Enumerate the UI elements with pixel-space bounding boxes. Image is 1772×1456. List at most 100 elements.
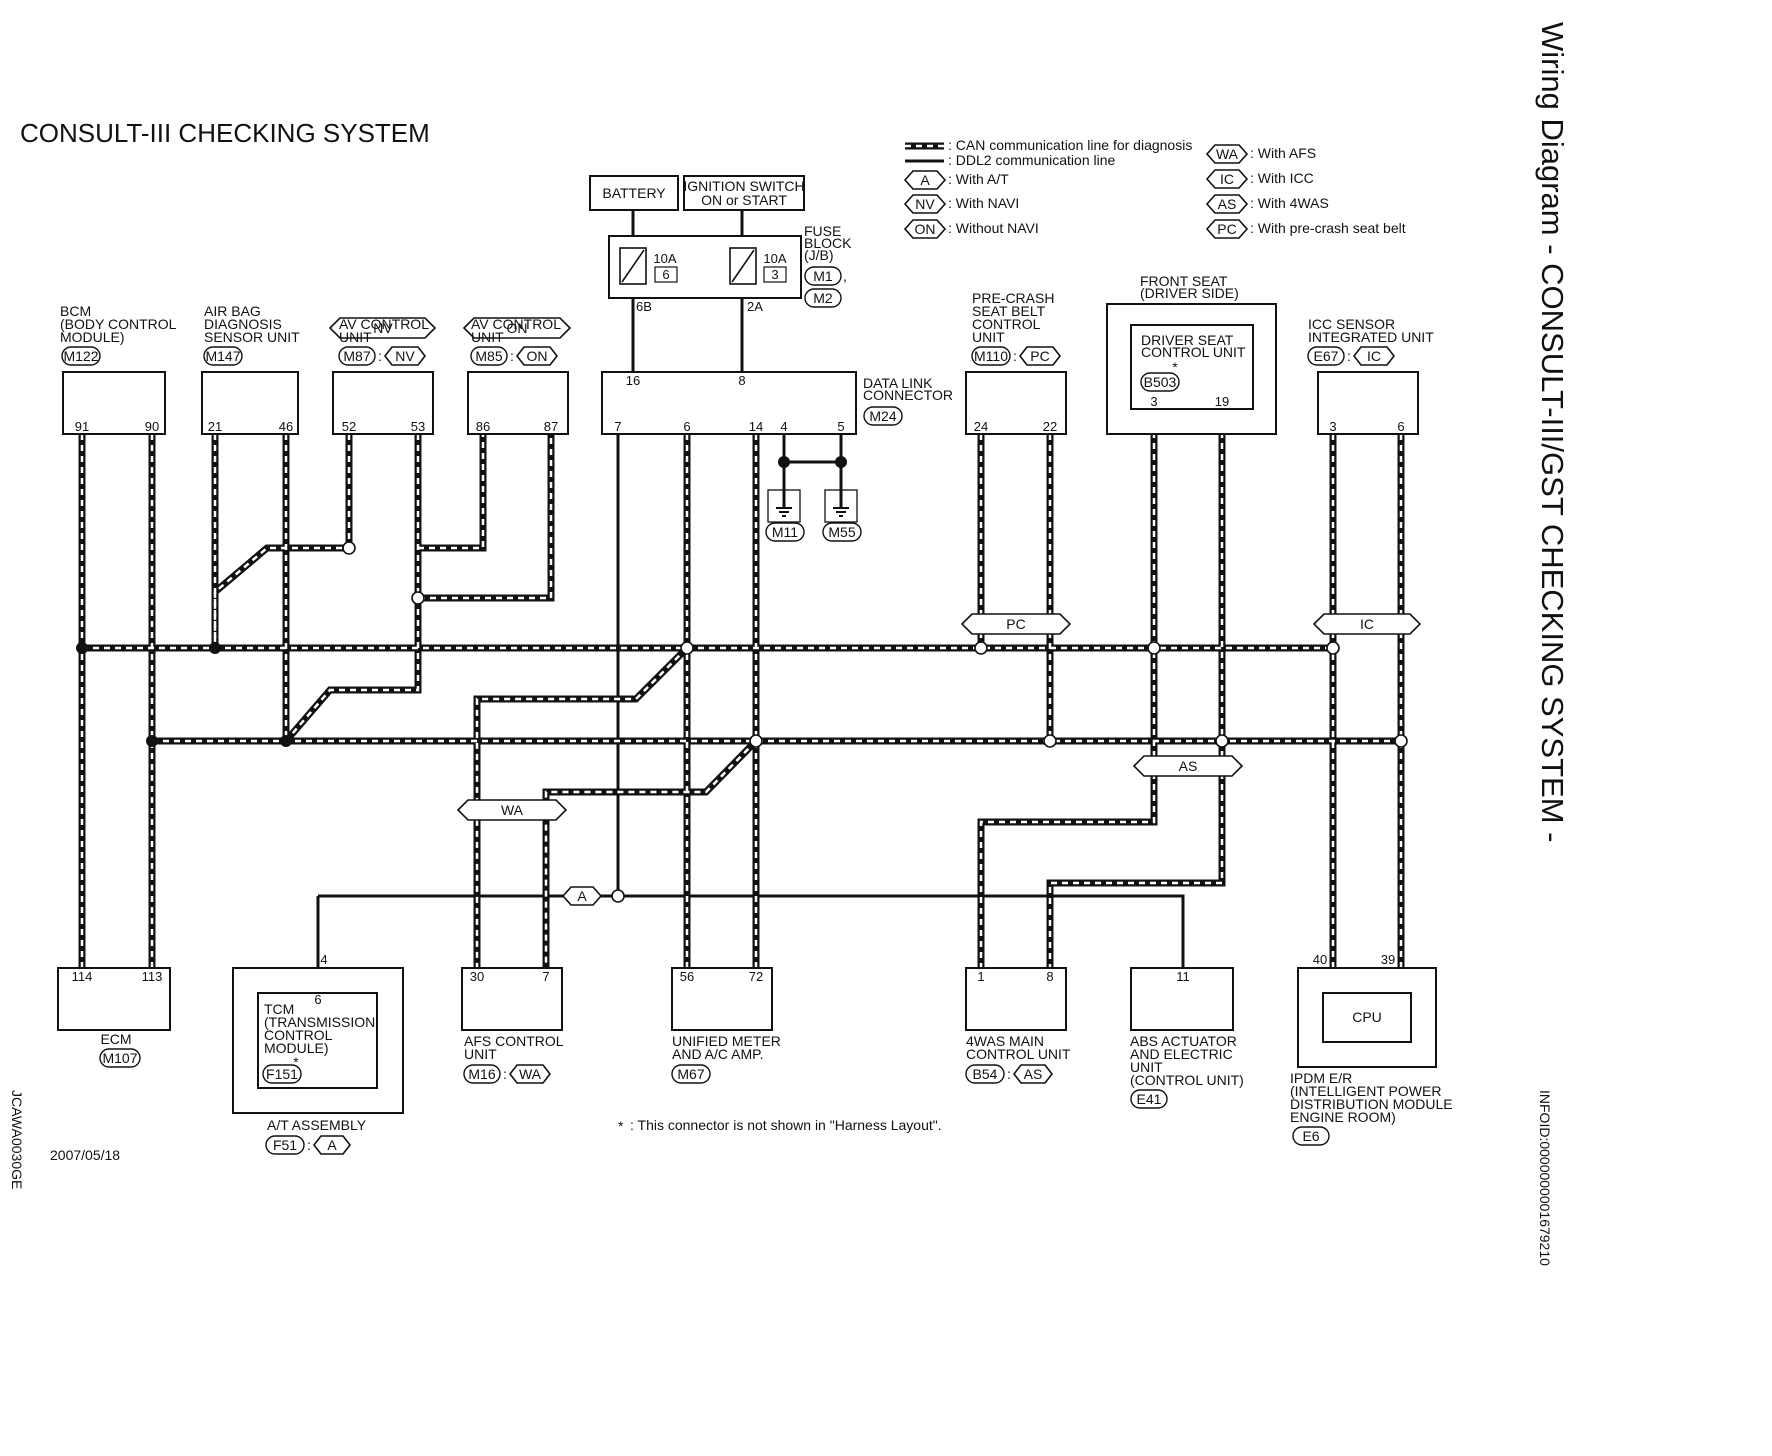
line-tag-on: ON xyxy=(462,317,572,339)
svg-text::: : xyxy=(378,348,382,364)
svg-text:ON: ON xyxy=(507,320,528,336)
svg-text:TCM: TCM xyxy=(264,1001,294,1017)
svg-text:7: 7 xyxy=(614,419,621,434)
svg-text:M107: M107 xyxy=(102,1050,137,1066)
svg-text:FRONT SEAT: FRONT SEAT xyxy=(1140,273,1228,289)
can-line-dash xyxy=(1048,410,1224,968)
svg-text:: Without NAVI: : Without NAVI xyxy=(948,220,1039,236)
svg-text:M85: M85 xyxy=(475,348,502,364)
svg-text:AV CONTROL: AV CONTROL xyxy=(339,316,429,332)
unit-at-assembly: 4 6 TCM (TRANSMISSION CONTROL MODULE) * … xyxy=(232,952,404,1155)
svg-text:: With 4WAS: : With 4WAS xyxy=(1250,195,1329,211)
svg-text:39: 39 xyxy=(1381,952,1395,967)
legend-item-nv: NV : With NAVI xyxy=(903,194,1019,214)
svg-text:(TRANSMISSION: (TRANSMISSION xyxy=(264,1014,375,1030)
svg-text:6: 6 xyxy=(683,419,690,434)
svg-text:IGNITION SWITCH: IGNITION SWITCH xyxy=(683,178,804,194)
unit-av-control-on: AV CONTROL UNIT M85 : ON 86 87 xyxy=(467,316,569,435)
footnote: : This connector is not shown in "Harnes… xyxy=(630,1117,942,1133)
svg-text:(DRIVER SIDE): (DRIVER SIDE) xyxy=(1140,285,1239,301)
svg-text:3: 3 xyxy=(1329,419,1336,434)
unit-abs-actuator: 11 ABS ACTUATOR AND ELECTRIC UNIT (CONTR… xyxy=(1130,967,1244,1109)
svg-text:91: 91 xyxy=(75,419,89,434)
svg-text:*: * xyxy=(1172,359,1178,375)
unit-pre-crash-seat-belt: PRE-CRASH SEAT BELT CONTROL UNIT M110 : … xyxy=(965,290,1067,435)
svg-text:ON or START: ON or START xyxy=(701,192,787,208)
svg-text:(INTELLIGENT POWER: (INTELLIGENT POWER xyxy=(1290,1083,1441,1099)
can-line-dash xyxy=(475,647,688,968)
svg-text:86: 86 xyxy=(476,419,490,434)
svg-text:4WAS MAIN: 4WAS MAIN xyxy=(966,1033,1044,1049)
figure-code: JCAWA0030GE xyxy=(9,1090,25,1189)
svg-text:M87: M87 xyxy=(343,348,370,364)
svg-text:AFS CONTROL: AFS CONTROL xyxy=(464,1033,564,1049)
svg-text:6B: 6B xyxy=(636,299,652,314)
can-line xyxy=(283,598,422,744)
svg-text:8: 8 xyxy=(738,373,745,388)
svg-text:52: 52 xyxy=(342,419,356,434)
svg-text::: : xyxy=(1347,348,1351,364)
can-line xyxy=(211,434,353,648)
legend-item-as: AS : With 4WAS xyxy=(1205,194,1329,214)
svg-text:IC: IC xyxy=(1360,616,1374,632)
svg-text:UNIT: UNIT xyxy=(471,329,504,345)
svg-text::: : xyxy=(503,1066,507,1082)
svg-text:53: 53 xyxy=(411,419,425,434)
svg-text:3: 3 xyxy=(771,267,778,282)
svg-text:40: 40 xyxy=(1313,952,1327,967)
connector-m1: M1 xyxy=(813,268,833,284)
line-tag-nv: NV xyxy=(328,317,437,339)
svg-text:56: 56 xyxy=(680,969,694,984)
legend: : CAN communication line for diagnosis :… xyxy=(903,137,1406,239)
can-line-dash xyxy=(418,434,485,550)
svg-text:A: A xyxy=(327,1137,337,1153)
legend-item-on: ON : Without NAVI xyxy=(903,219,1039,239)
svg-text:AS: AS xyxy=(1218,196,1237,212)
svg-text::: : xyxy=(1013,348,1017,364)
svg-text:AV CONTROL: AV CONTROL xyxy=(471,316,561,332)
ignition-switch: IGNITION SWITCH ON or START xyxy=(683,175,805,211)
svg-text:DIAGNOSIS: DIAGNOSIS xyxy=(204,316,282,332)
unit-ecm: 114 113 ECM M107 xyxy=(57,967,171,1068)
connector-m2: M2 xyxy=(813,290,833,306)
svg-text:B54: B54 xyxy=(973,1066,998,1082)
svg-text:MODULE): MODULE) xyxy=(60,329,125,345)
svg-text:ENGINE ROOM): ENGINE ROOM) xyxy=(1290,1109,1396,1125)
svg-text:M16: M16 xyxy=(468,1066,495,1082)
footnote-star: * xyxy=(618,1118,624,1134)
unit-icc-sensor: ICC SENSOR INTEGRATED UNIT E67 : IC 3 6 xyxy=(1307,316,1434,435)
svg-text:BATTERY: BATTERY xyxy=(602,185,666,201)
legend-can: : CAN communication line for diagnosis xyxy=(948,137,1192,153)
svg-text:M147: M147 xyxy=(205,348,240,364)
svg-text:PC: PC xyxy=(1217,221,1236,237)
can-line-dash xyxy=(285,598,420,742)
svg-text:2A: 2A xyxy=(747,299,763,314)
svg-text:M122: M122 xyxy=(63,348,98,364)
legend-item-ic: IC : With ICC xyxy=(1205,169,1314,189)
svg-text:10A: 10A xyxy=(653,251,676,266)
legend-ddl2: : DDL2 communication line xyxy=(948,152,1116,168)
svg-text:WA: WA xyxy=(519,1066,542,1082)
svg-text:14: 14 xyxy=(749,419,763,434)
svg-text:IPDM E/R: IPDM E/R xyxy=(1290,1070,1352,1086)
unit-unified-meter: 56 72 UNIFIED METER AND A/C AMP. M67 xyxy=(671,967,781,1084)
legend-item-a: A : With A/T xyxy=(903,170,1009,190)
svg-text:,: , xyxy=(843,268,847,284)
svg-text:6: 6 xyxy=(662,267,669,282)
page-title: CONSULT-III CHECKING SYSTEM xyxy=(20,118,430,148)
ground-m55: M55 xyxy=(822,489,862,542)
svg-text:NV: NV xyxy=(915,196,935,212)
svg-text:AND A/C AMP.: AND A/C AMP. xyxy=(672,1046,764,1062)
svg-text:8: 8 xyxy=(1046,969,1053,984)
svg-text:WA: WA xyxy=(501,802,524,818)
svg-text:72: 72 xyxy=(749,969,763,984)
svg-text:: With pre-crash seat belt: : With pre-crash seat belt xyxy=(1250,220,1406,236)
svg-text::: : xyxy=(510,348,514,364)
svg-text:M55: M55 xyxy=(828,524,855,540)
ground-m11: M11 xyxy=(765,489,805,542)
wires xyxy=(76,198,1408,968)
unit-air-bag-diagnosis: AIR BAG DIAGNOSIS SENSOR UNIT M147 21 46 xyxy=(201,303,300,435)
svg-text:4: 4 xyxy=(780,419,787,434)
svg-text:CONTROL: CONTROL xyxy=(264,1027,333,1043)
data-link-connector: 16 8 7 6 14 4 5 DATA LINK CONNECTOR M24 xyxy=(601,371,953,435)
